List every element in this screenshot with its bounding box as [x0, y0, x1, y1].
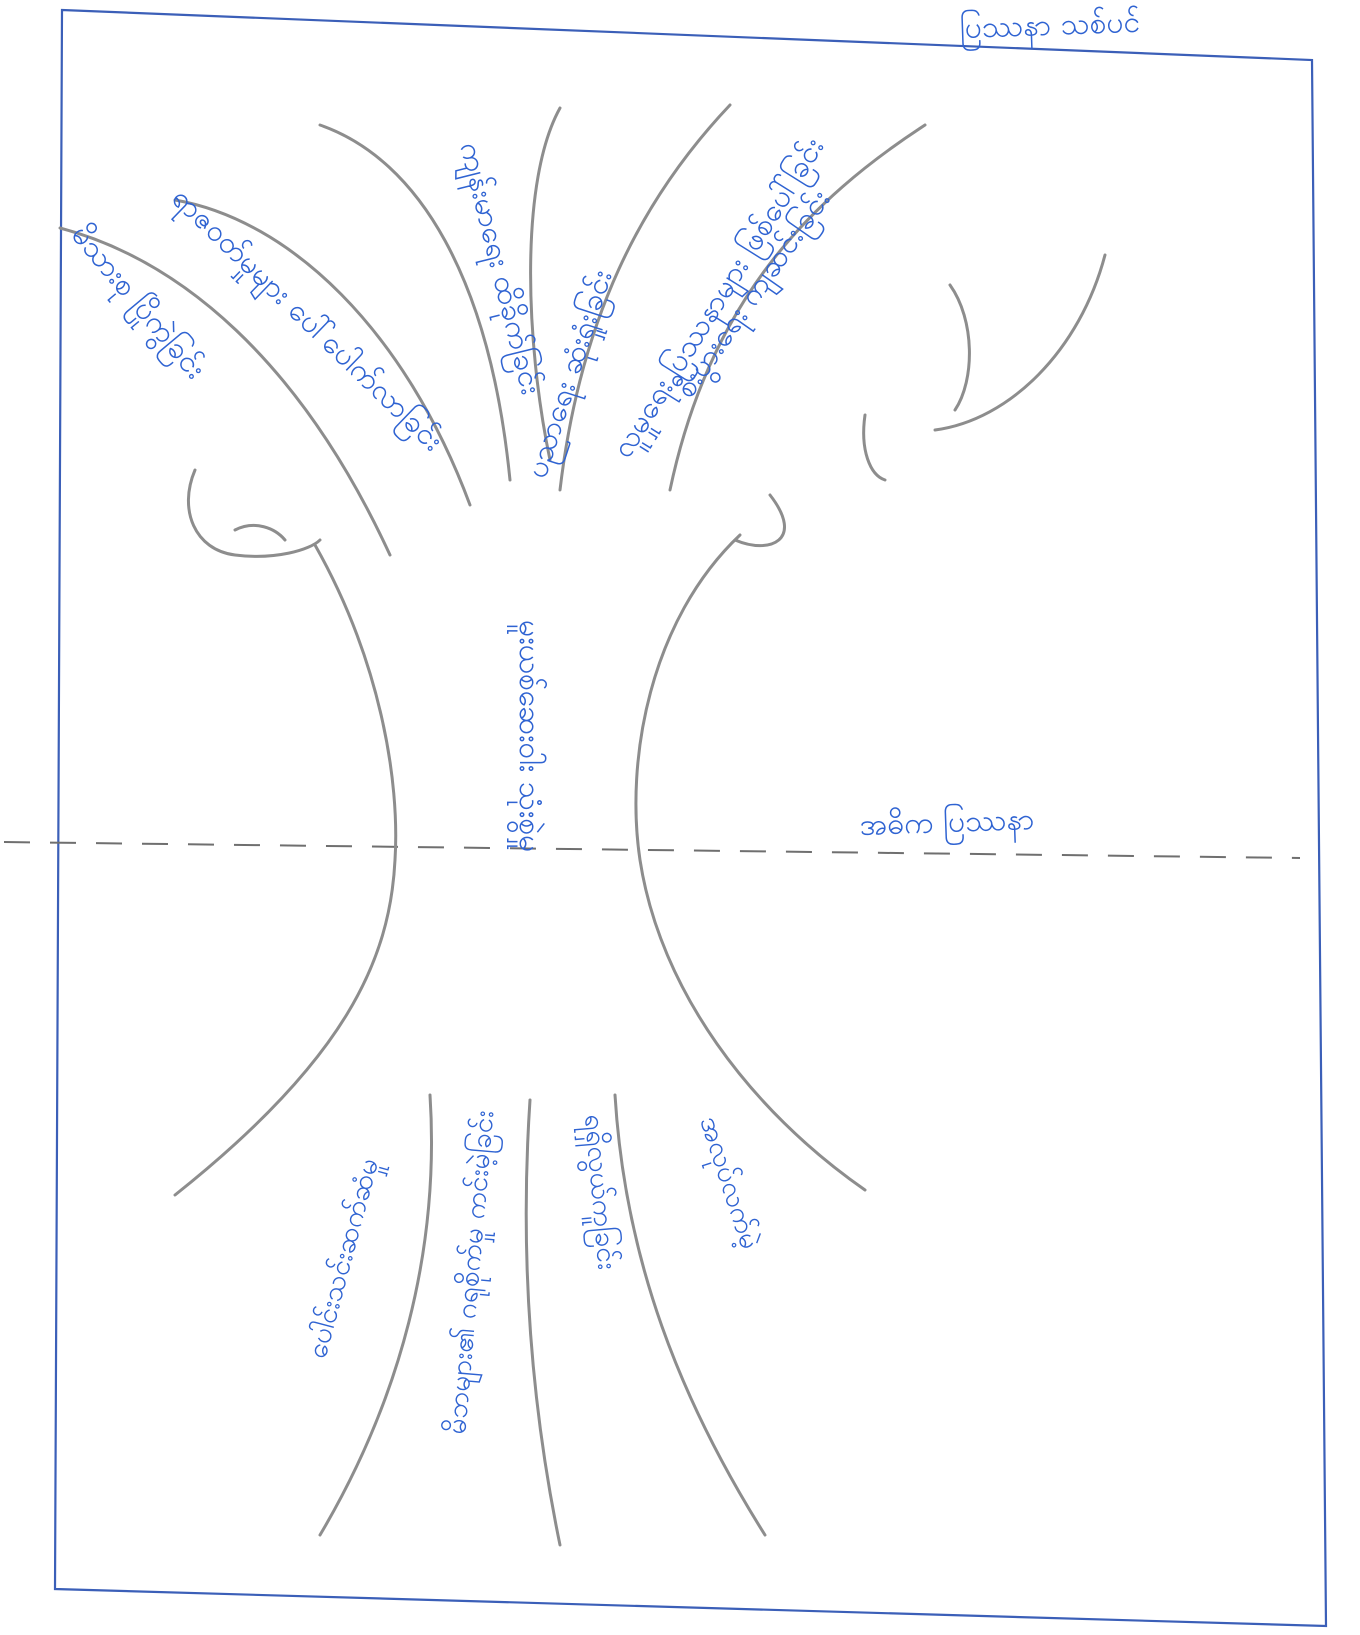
- branch-label-1: မိသားစု ပြိုကွဲခြင်း: [59, 216, 214, 389]
- canopy-right-low: [864, 415, 885, 480]
- branch-label-5: လူမှုရေး ပြဿနာများ ဖြစ်ပေါ်ခြင်း: [603, 130, 836, 467]
- page-title: ပြဿနာ သစ်ပင်: [959, 3, 1141, 52]
- root-line-3: [615, 1095, 765, 1535]
- main-problem-divider: [4, 842, 1300, 858]
- root-line-2: [526, 1100, 560, 1545]
- divider-label: အဓိက ပြဿနာ: [859, 800, 1035, 849]
- trunk-label: မူးယစ်ဆေးဝါး သုံးစွဲမှု: [506, 620, 548, 852]
- canopy-right-mid: [950, 285, 969, 410]
- canopy-right-bottom: [735, 495, 784, 546]
- canopy-left-inner: [235, 525, 285, 540]
- root-label-4: အလုပ်လက်မဲ့: [688, 1112, 769, 1255]
- branch-label-2: ရာဇဝတ်မှုများ ပေါ်ပေါက်လာခြင်း: [160, 179, 451, 462]
- canopy-left-bump: [188, 470, 320, 556]
- branch-label-3: ကျန်းမာရေး ထိခိုက်ခြင်း: [446, 138, 550, 400]
- canopy-right-top: [935, 255, 1105, 430]
- root-label-2: မိဘများ၏ ဂရုစိုက်မှု ကင်းမဲ့ခြင်း: [437, 1109, 506, 1436]
- root-label-1: ပေါင်းသင်းဆက်ဆံမှု: [299, 1154, 391, 1363]
- trunk-right: [636, 535, 865, 1190]
- trunk-left: [175, 545, 396, 1195]
